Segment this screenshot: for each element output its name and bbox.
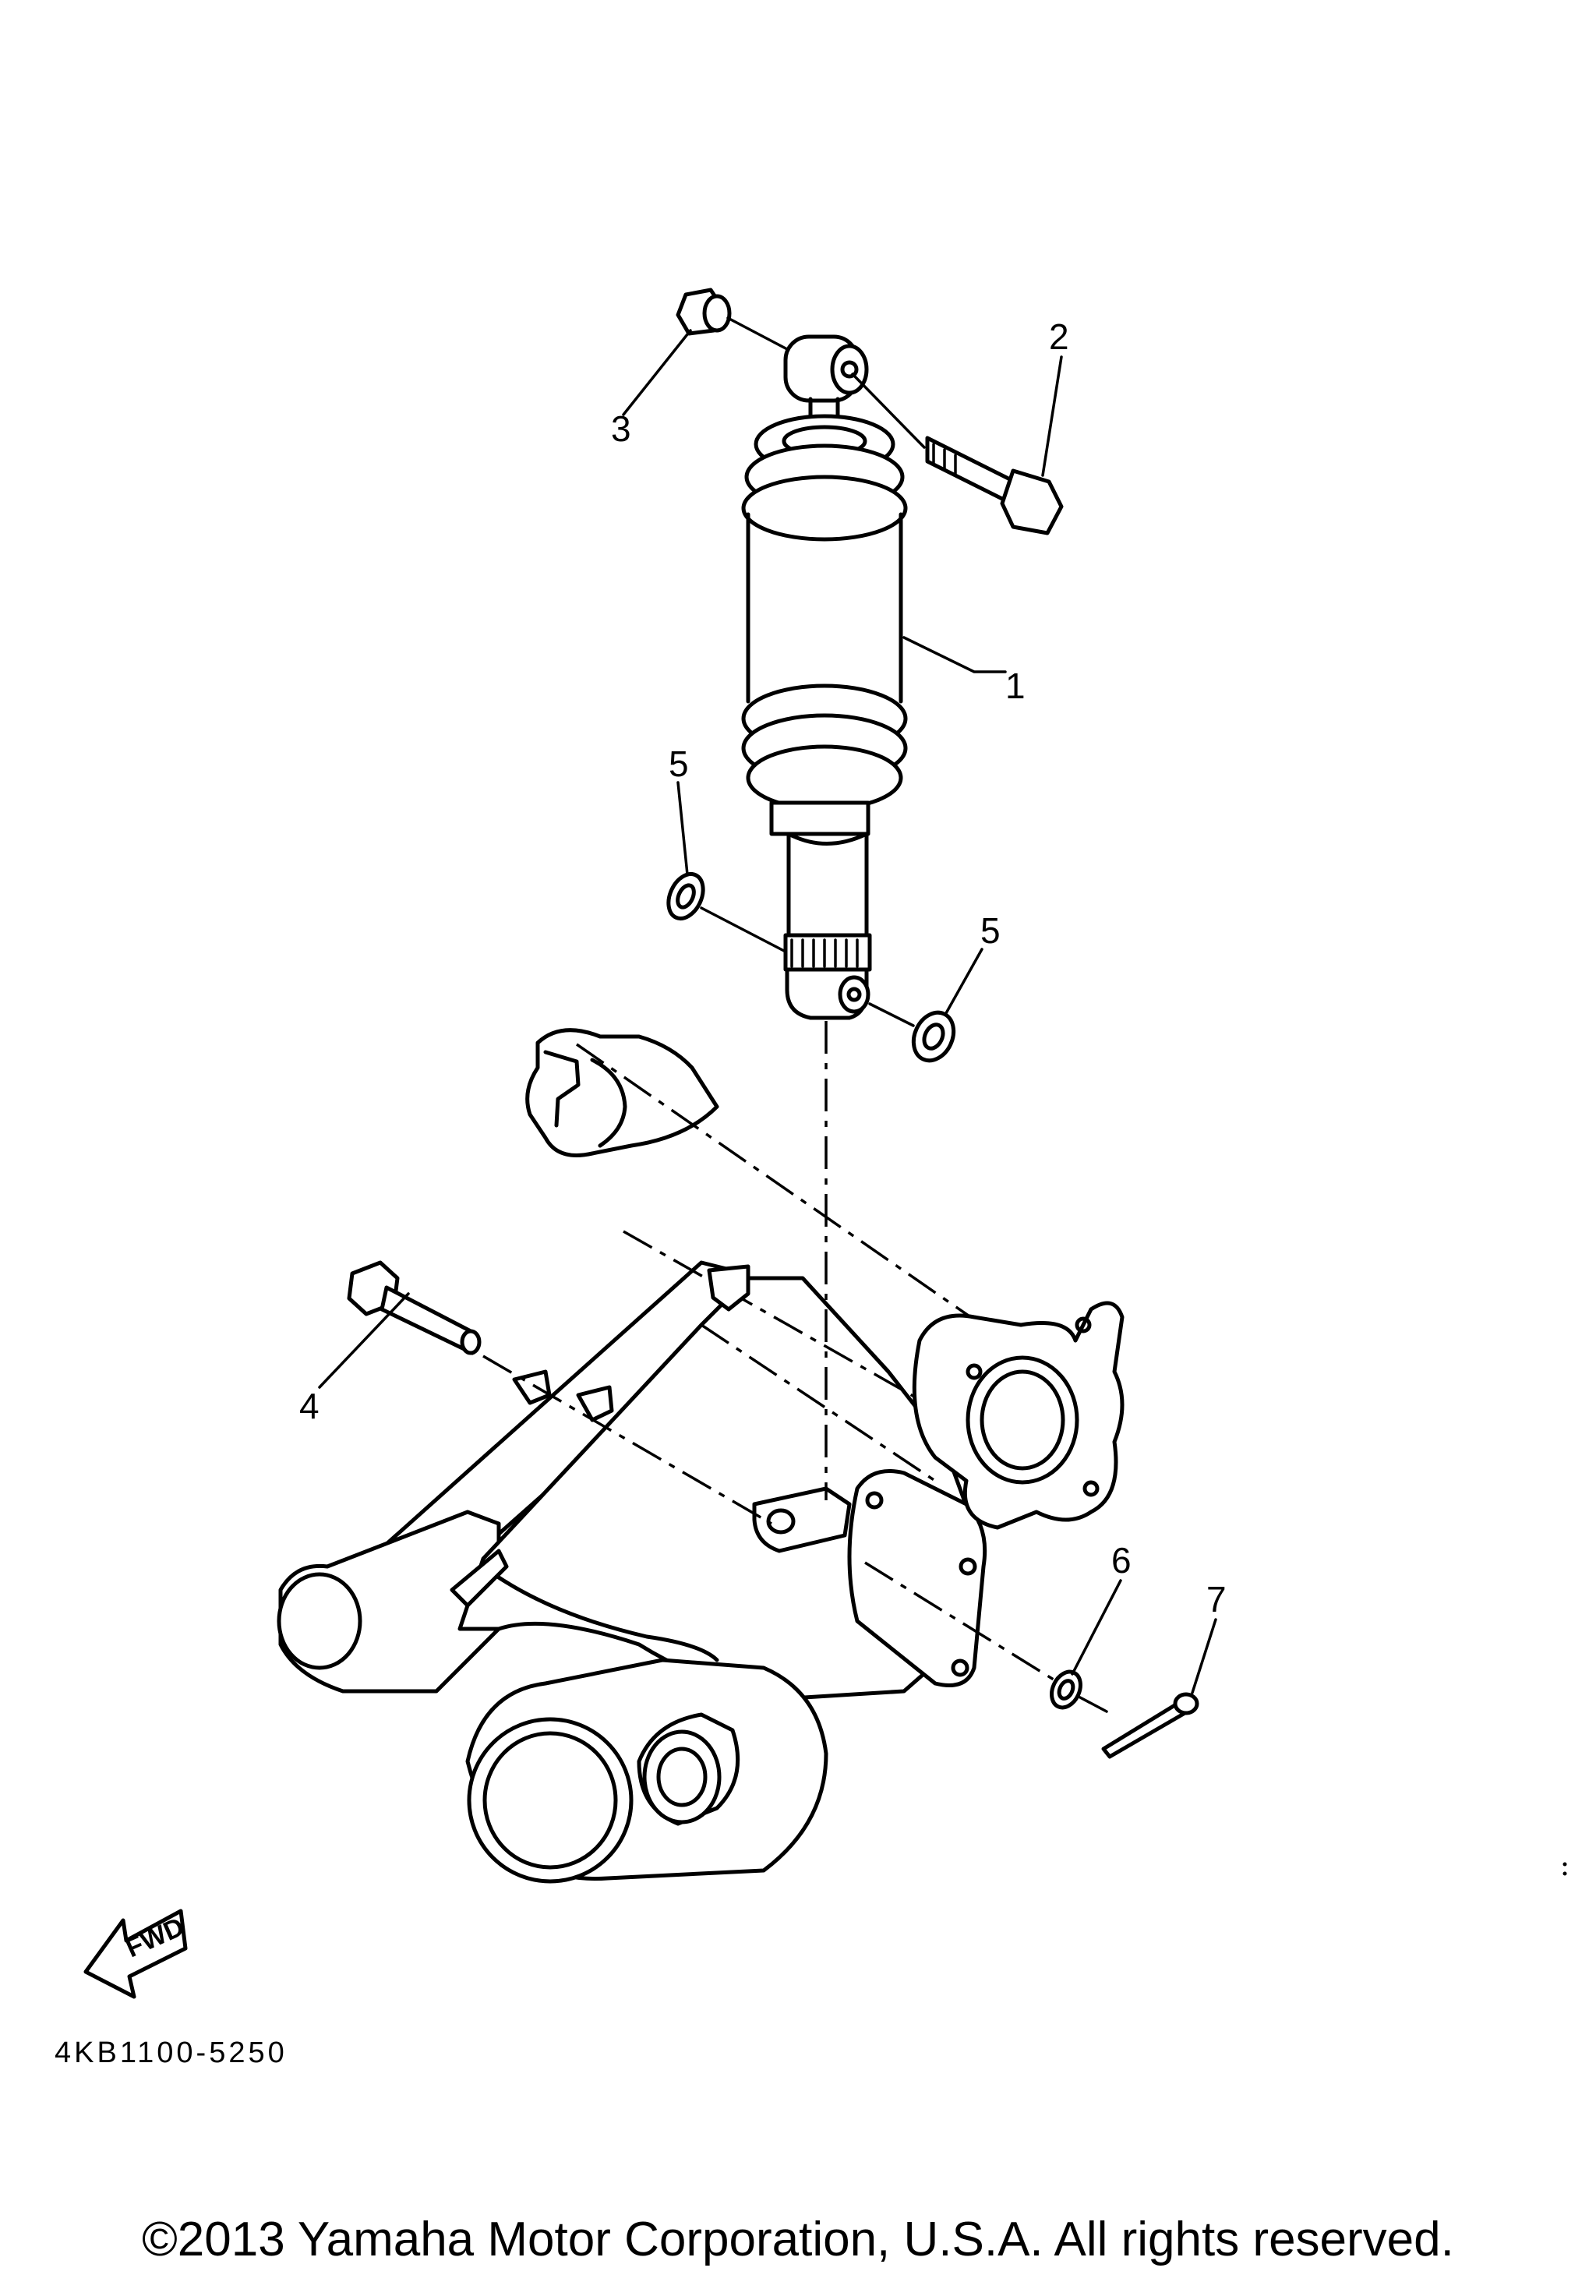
cotter-pin-7 (1101, 1692, 1199, 1759)
leader-line-5a (676, 781, 689, 876)
callout-3: 3 (611, 408, 631, 449)
washer-6-axis-line (864, 1561, 1061, 1685)
shock-lower-bolt (347, 1260, 482, 1355)
leader-line-7 (1191, 1618, 1217, 1694)
callout-7: 7 (1206, 1579, 1227, 1620)
callout-5-upper: 5 (669, 744, 689, 784)
edge-mark (1562, 1871, 1567, 1876)
leader-line-4 (318, 1292, 410, 1389)
leader-line-5b (945, 948, 983, 1015)
shock-upper-bolt (851, 373, 1064, 535)
washer-upper-5 (666, 872, 786, 952)
washer-6 (1050, 1669, 1108, 1713)
leader-line-2 (1041, 355, 1063, 477)
rear-shock-absorber (741, 334, 908, 1020)
diagram-code: 4KB1100-5250 (55, 2036, 288, 2069)
bolt-4-axis-line (482, 1355, 772, 1525)
leader-line-6 (1071, 1579, 1122, 1676)
washer-lower-5 (868, 1002, 956, 1063)
leader-line-1 (902, 636, 1007, 673)
copyright-notice: ©2013 Yamaha Motor Corporation, U.S.A. A… (142, 2213, 1454, 2266)
shock-upper-nut (676, 288, 789, 351)
callout-6: 6 (1111, 1540, 1132, 1581)
callout-5-lower: 5 (980, 910, 1001, 951)
callout-4: 4 (299, 1386, 320, 1426)
leader-line-3 (622, 329, 692, 416)
edge-mark (1562, 1862, 1567, 1867)
forward-arrow-icon: FWD (83, 1909, 189, 1999)
swingarm (277, 1028, 1125, 1884)
callout-2: 2 (1049, 316, 1069, 357)
callout-1: 1 (1005, 666, 1026, 706)
